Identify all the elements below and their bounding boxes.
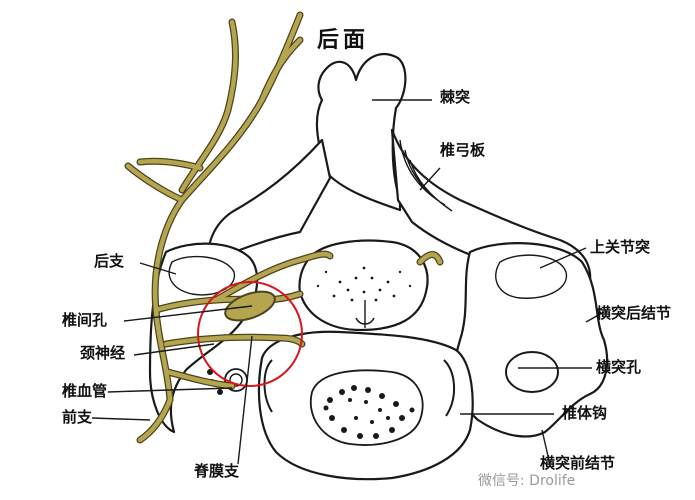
- vertebral-body-shape: [257, 330, 474, 481]
- label-meningeal-branch: 脊膜支: [194, 462, 240, 480]
- label-lamina: 椎弓板: [440, 141, 486, 159]
- label-superior-articular-process: 上关节突: [590, 238, 651, 256]
- transverse-foramen-shape: [505, 351, 559, 393]
- label-uncinate-process: 椎体钩: [562, 404, 608, 422]
- right-articular-transverse-shape: [454, 242, 609, 438]
- label-posterior-tubercle: 横突后结节: [596, 304, 672, 322]
- view-label-posterior: 后面: [317, 28, 370, 53]
- bone-details: [168, 139, 568, 446]
- label-transverse-foramen: 横突孔: [596, 358, 642, 376]
- spinous-process-shape: [315, 53, 407, 212]
- watermark-text: 微信号: Drolife: [478, 473, 576, 489]
- stipple: [207, 266, 415, 439]
- label-posterior-ramus: 后支: [94, 252, 125, 270]
- cord-midline: [355, 300, 375, 328]
- nerve-branches: [124, 11, 444, 444]
- label-cervical-nerve: 颈神经: [80, 344, 126, 362]
- leader-lines: [91, 99, 605, 465]
- highlight-circle: [197, 281, 303, 387]
- label-anterior-ramus: 前支: [62, 408, 93, 426]
- vertebral-artery-inner: [229, 373, 243, 387]
- label-intervertebral-foramen: 椎间孔: [62, 311, 108, 329]
- body-cancellous-outline: [309, 369, 424, 446]
- bone-outline: [148, 53, 609, 481]
- uncinate-right: [443, 359, 456, 417]
- lamina-shading: [399, 139, 453, 212]
- label-anterior-tubercle: 横突前结节: [540, 454, 616, 472]
- label-spinous-process: 棘突: [440, 88, 471, 106]
- label-vertebral-vessels: 椎血管: [62, 382, 108, 400]
- right-articular-facet: [495, 254, 568, 299]
- left-lamina-shape: [207, 138, 332, 264]
